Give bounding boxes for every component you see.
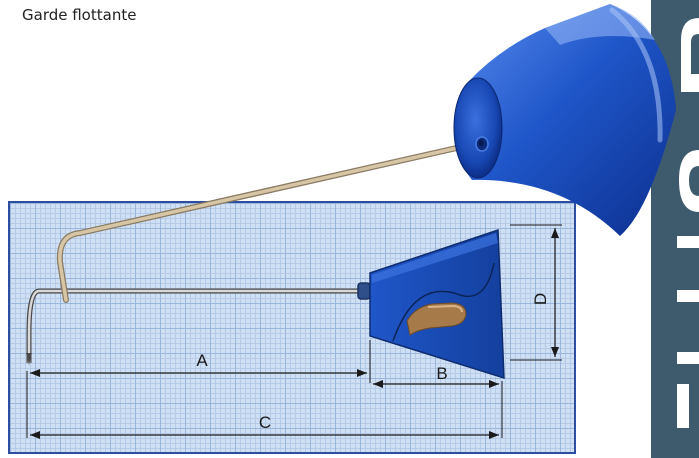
handle [406,302,467,336]
side-band [651,0,699,458]
rod-side-view [26,288,360,365]
dimension-label-b: B [436,364,447,383]
technical-drawing: A B C D [8,201,576,454]
coupling-nut [357,282,371,300]
caption: Garde flottante [22,6,137,24]
dimension-label-c: C [259,413,271,432]
side-band-glyphs [677,18,699,428]
dimension-label-a: A [196,351,208,370]
dimension-label-d: D [531,293,550,305]
